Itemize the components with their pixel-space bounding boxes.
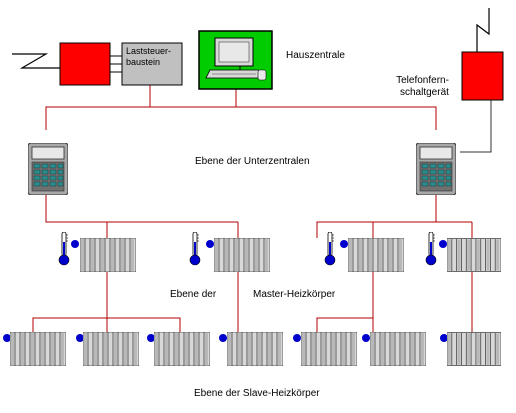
valve-icon	[3, 334, 11, 342]
radio-receiver-box	[59, 42, 111, 86]
master-label: Master-Heizkörper	[253, 289, 336, 300]
connection-wires	[32, 85, 492, 332]
thermometer-icon	[425, 232, 437, 266]
valve-icon	[340, 240, 348, 248]
telephone-switch-device	[461, 51, 504, 101]
ebene-der-label: Ebene der	[170, 289, 217, 300]
telephone-label-line1: Telefonfern-	[396, 75, 449, 86]
computer-icon	[198, 30, 273, 90]
radiator-icon	[447, 332, 501, 366]
radiator-icon	[370, 332, 426, 366]
load-control-label-line2: baustein	[126, 57, 161, 67]
thermometer-icon	[324, 232, 336, 266]
radiator-icon	[10, 332, 66, 366]
telephone-label-line2: schaltgerät	[400, 87, 449, 98]
load-control-label: Laststeuer- baustein	[126, 46, 171, 68]
unterzentralen-label: Ebene der Unterzentralen	[195, 156, 310, 167]
valve-icon	[293, 334, 301, 342]
controller-icon	[416, 143, 456, 195]
radiator-icon	[227, 332, 283, 366]
controller-icon	[28, 143, 68, 195]
thermometer-icon	[58, 232, 70, 266]
slave-level-label: Ebene der Slave-Heizkörper	[194, 388, 320, 399]
load-control-label-line1: Laststeuer-	[126, 46, 172, 56]
valve-icon	[71, 240, 79, 248]
radiator-icon	[348, 238, 404, 272]
valve-icon	[440, 334, 448, 342]
valve-icon	[362, 334, 370, 342]
lightning-antenna-icon	[476, 8, 490, 53]
valve-icon	[219, 334, 227, 342]
valve-icon	[76, 334, 84, 342]
radiator-icon	[83, 332, 139, 366]
radiator-icon	[301, 332, 357, 366]
load-control-module	[121, 42, 183, 86]
radiator-icon	[447, 238, 501, 272]
radiator-icon	[80, 238, 136, 272]
radiator-icon	[214, 238, 270, 272]
hauszentrale-label: Hauszentrale	[286, 50, 345, 61]
radiator-icon	[154, 332, 210, 366]
lightning-antenna-icon	[12, 53, 60, 69]
valve-icon	[439, 240, 447, 248]
telephone-label: Telefonfern- schaltgerät	[390, 75, 449, 99]
thermometer-icon	[189, 232, 201, 266]
valve-icon	[206, 240, 214, 248]
valve-icon	[147, 334, 155, 342]
